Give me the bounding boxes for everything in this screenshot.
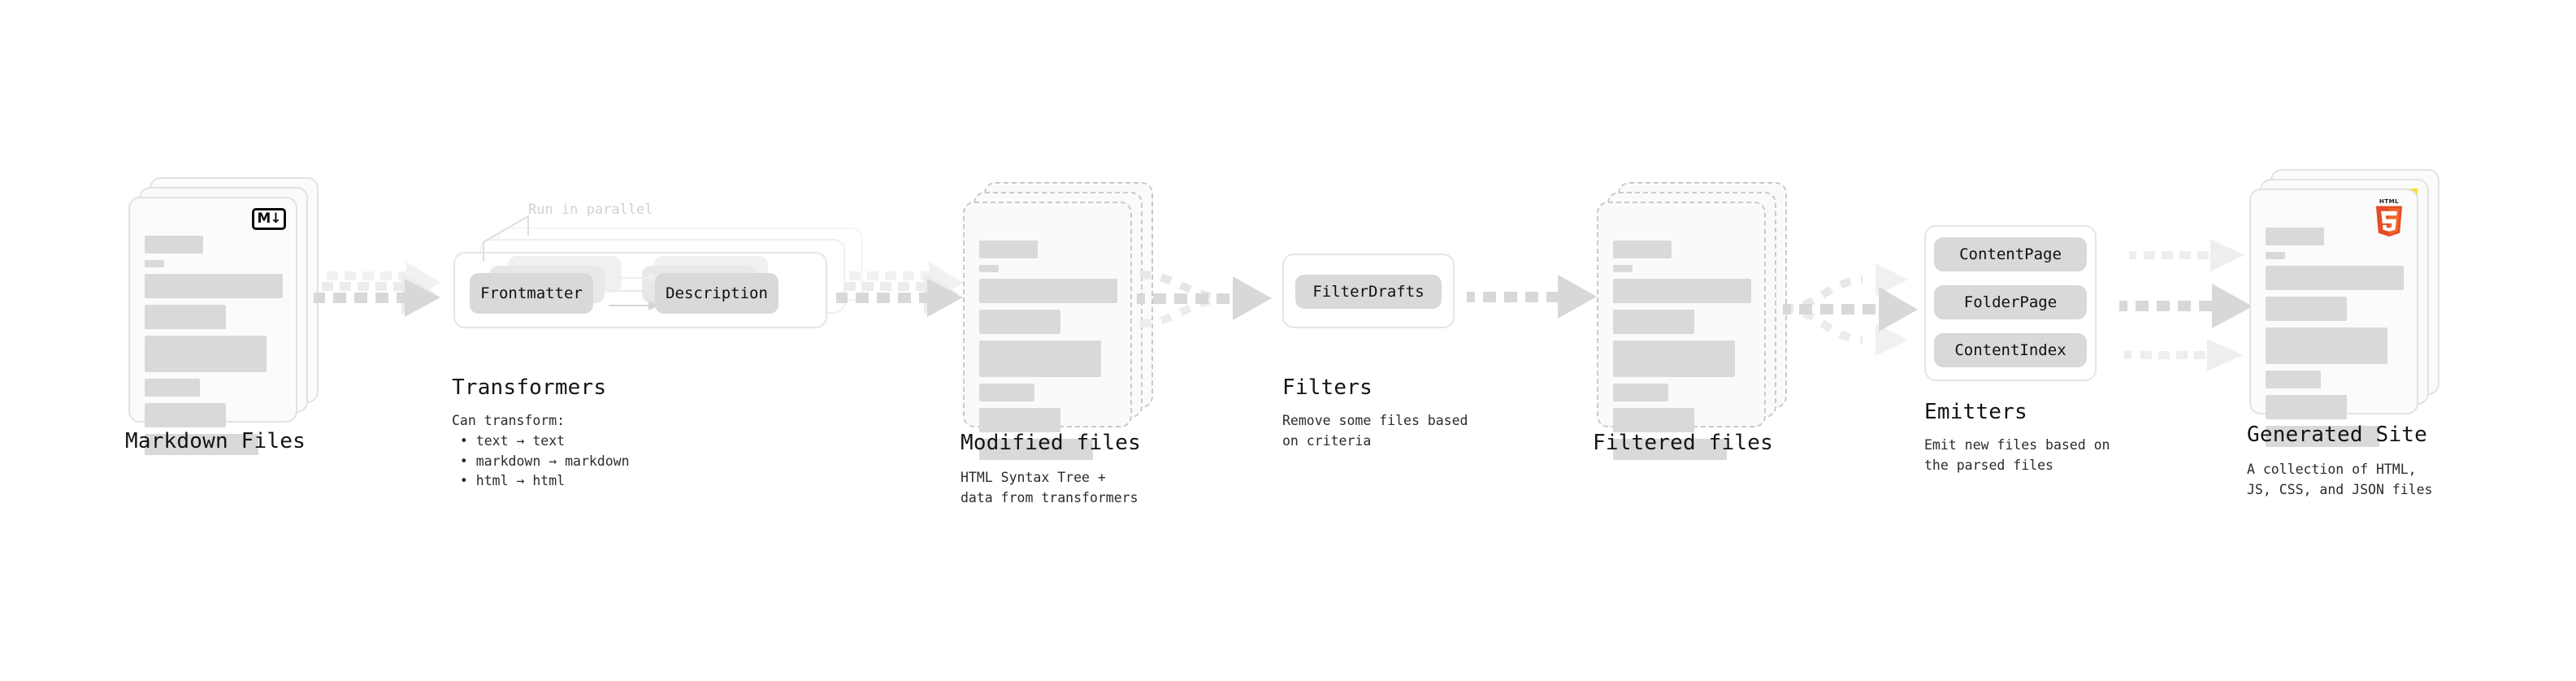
markdown-badge: M↓: [252, 208, 286, 230]
transformer-pill-frontmatter[interactable]: Frontmatter: [470, 273, 593, 314]
generated-file-card-html: HTML: [2249, 189, 2418, 447]
generated-site-title: Generated Site: [2247, 423, 2427, 447]
markdown-file-card-front: M↓: [128, 197, 297, 455]
emitter-pill-folderpage[interactable]: FolderPage: [1934, 285, 2087, 319]
generated-site-subtitle: A collection of HTML, JS, CSS, and JSON …: [2247, 462, 2433, 497]
modified-file-card-front: [963, 202, 1132, 460]
connector-md-to-transformers: [314, 262, 440, 317]
html5-icon: HTML: [2375, 197, 2403, 237]
connector-modified-to-filters: [1137, 271, 1272, 327]
transformers-subtitle: Can transform: • text → text • markdown …: [452, 413, 630, 489]
markdown-files-title: Markdown Files: [125, 429, 306, 453]
transformer-pill-description[interactable]: Description: [655, 273, 778, 314]
emitters-subtitle: Emit new files based on the parsed files: [1924, 437, 2110, 473]
generated-card-skeleton: [2266, 228, 2404, 453]
filtered-file-card-front: [1597, 202, 1766, 460]
connector-filters-to-filtered: [1467, 275, 1597, 319]
modified-files-subtitle: HTML Syntax Tree + data from transformer…: [961, 470, 1138, 505]
filtered-files-title: Filtered files: [1593, 431, 1773, 455]
emitter-pill-contentindex[interactable]: ContentIndex: [1934, 333, 2087, 367]
filters-title: Filters: [1282, 375, 1373, 400]
filters-subtitle: Remove some files based on criteria: [1282, 413, 1468, 449]
filter-pill-filterdrafts[interactable]: FilterDrafts: [1295, 275, 1442, 309]
modified-files-title: Modified files: [961, 431, 1141, 455]
markdown-card-skeleton: [145, 236, 283, 462]
svg-text:HTML: HTML: [2379, 197, 2399, 205]
modified-card-skeleton: [979, 241, 1117, 466]
emitters-title: Emitters: [1924, 400, 2027, 424]
filtered-card-skeleton: [1613, 241, 1751, 466]
emitter-pill-contentpage[interactable]: ContentPage: [1934, 237, 2087, 271]
run-in-parallel-note: Run in parallel: [528, 202, 653, 218]
transformers-title: Transformers: [452, 375, 607, 400]
connector-emitters-to-site: [2119, 239, 2253, 371]
connector-filtered-to-emitters: [1782, 263, 1918, 356]
